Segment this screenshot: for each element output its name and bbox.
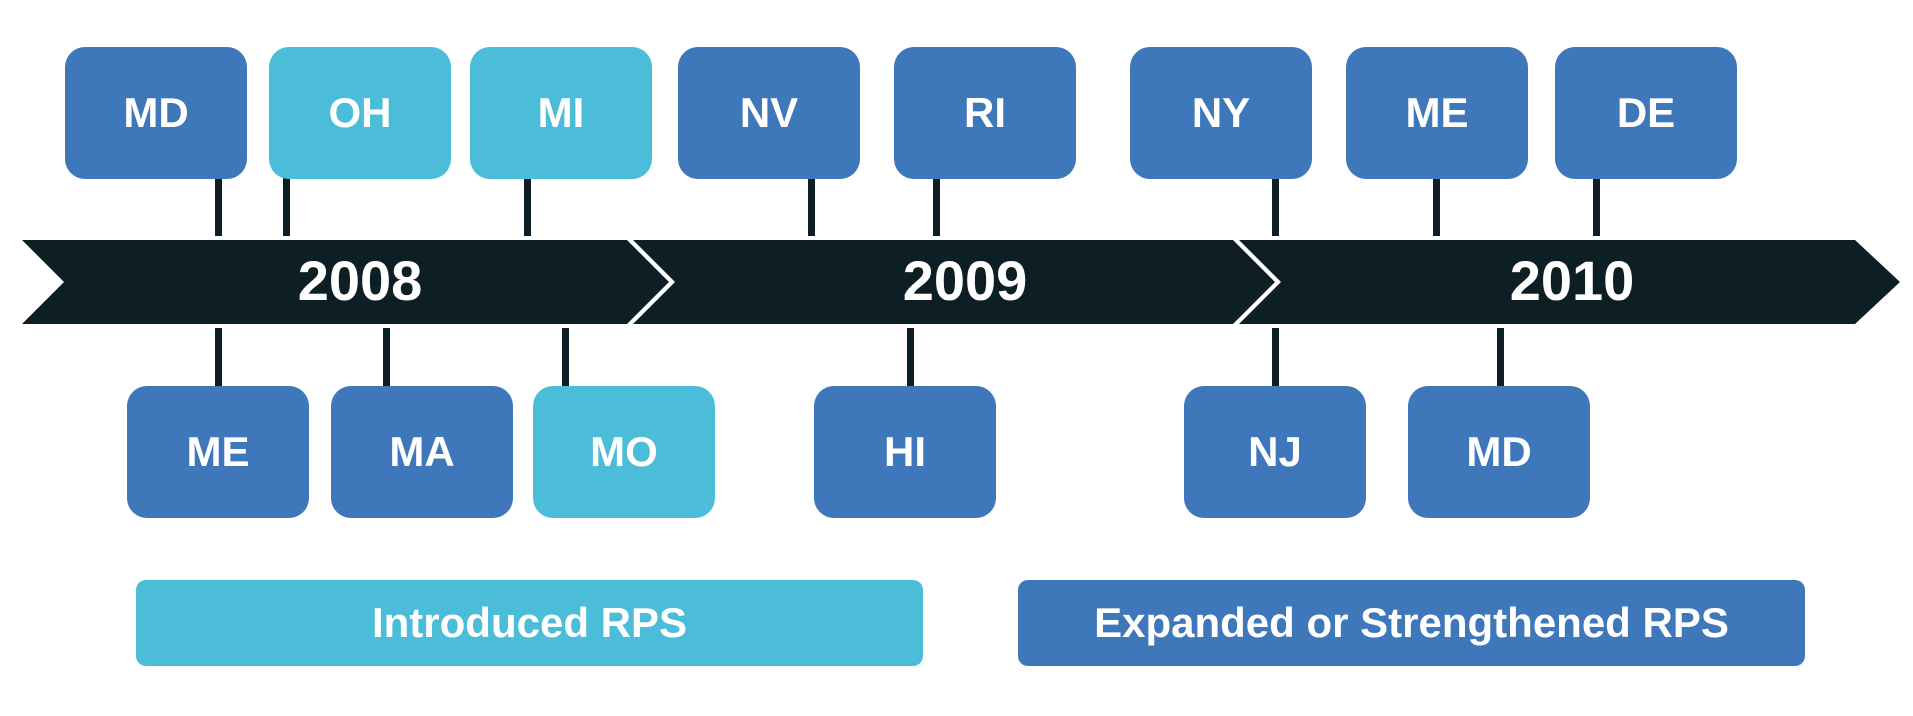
state-box-ny: NY: [1130, 47, 1312, 179]
connector-nj: [1272, 328, 1279, 386]
connector-ri: [933, 178, 940, 236]
year-label-2008: 2008: [297, 249, 423, 312]
state-box-nv: NV: [678, 47, 860, 179]
legend-expanded: Expanded or Strengthened RPS: [1018, 580, 1805, 666]
connector-mi: [524, 178, 531, 236]
connector-md-2010: [1497, 328, 1504, 386]
connector-nv: [808, 178, 815, 236]
state-box-me-2008: ME: [127, 386, 309, 518]
state-box-ma: MA: [331, 386, 513, 518]
state-box-md-2010: MD: [1408, 386, 1590, 518]
connector-mo: [562, 328, 569, 386]
state-box-mi: MI: [470, 47, 652, 179]
year-segment-2009: [633, 240, 1275, 324]
state-box-oh: OH: [269, 47, 451, 179]
connector-md-2008: [215, 178, 222, 236]
connector-de: [1593, 178, 1600, 236]
state-box-nj: NJ: [1184, 386, 1366, 518]
connector-ny: [1272, 178, 1279, 236]
year-segment-2010: [1239, 240, 1900, 324]
connector-oh: [283, 178, 290, 236]
state-box-mo: MO: [533, 386, 715, 518]
state-box-me-2010: ME: [1346, 47, 1528, 179]
connector-hi: [907, 328, 914, 386]
connector-me-2008: [215, 328, 222, 386]
connector-me-2010: [1433, 178, 1440, 236]
state-box-de: DE: [1555, 47, 1737, 179]
year-label-2010: 2010: [1509, 249, 1635, 312]
state-box-md-2008: MD: [65, 47, 247, 179]
connector-ma: [383, 328, 390, 386]
state-box-ri: RI: [894, 47, 1076, 179]
year-label-2009: 2009: [902, 249, 1028, 312]
legend-introduced: Introduced RPS: [136, 580, 923, 666]
state-box-hi: HI: [814, 386, 996, 518]
year-segment-2008: [22, 240, 669, 324]
